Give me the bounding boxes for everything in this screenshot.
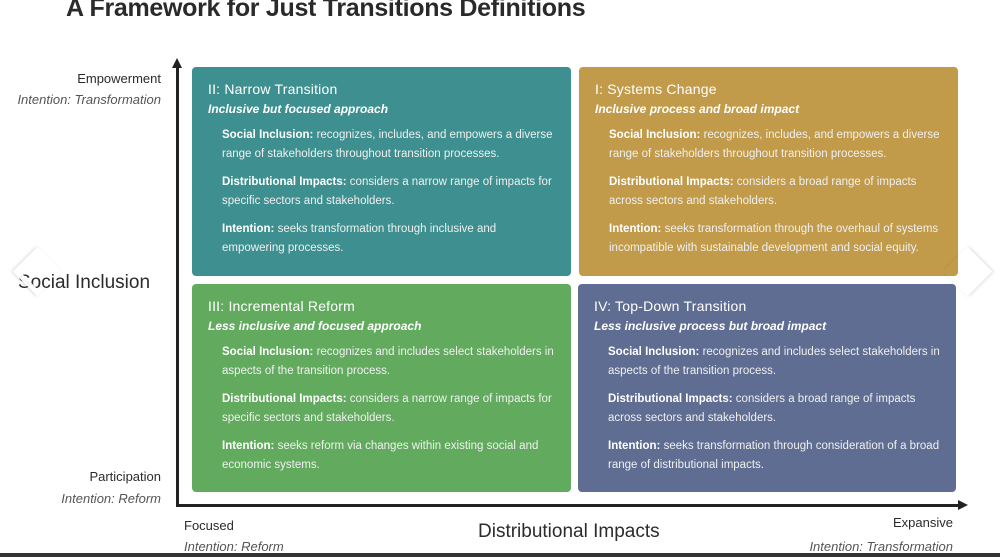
item-text: recognizes, includes, and empowers a div…	[609, 129, 940, 160]
item-text: seeks transformation through considerati…	[608, 440, 940, 471]
y-axis-top-label: Empowerment	[77, 71, 161, 86]
bottom-border	[0, 553, 1000, 557]
quadrant-subtitle: Inclusive process and broad impact	[595, 102, 800, 116]
item-text: considers a narrow range of impacts for …	[222, 393, 552, 424]
quadrant-systems-change: I: Systems Change Inclusive process and …	[579, 67, 958, 276]
page-title: A Framework for Just Transitions Definit…	[66, 0, 586, 22]
quadrant-subtitle: Less inclusive process but broad impact	[594, 319, 827, 333]
quadrant-subtitle: Less inclusive and focused approach	[208, 319, 422, 333]
item-text: recognizes and includes select stakehold…	[222, 346, 554, 377]
item-label: Social Inclusion:	[608, 346, 700, 358]
item-label: Distributional Impacts:	[222, 393, 347, 405]
item-text: seeks reform via changes within existing…	[222, 440, 539, 471]
x-axis-line	[176, 504, 960, 507]
quadrant-item: Social Inclusion: recognizes and include…	[222, 343, 555, 380]
item-text: considers a narrow range of impacts for …	[222, 176, 552, 207]
y-axis-line	[176, 66, 179, 507]
x-axis-right-intention: Intention: Transformation	[809, 539, 953, 554]
quadrant-item: Social Inclusion: recognizes, includes, …	[222, 126, 555, 163]
y-axis-arrow	[172, 58, 182, 68]
item-text: recognizes and includes select stakehold…	[608, 346, 940, 377]
x-axis-left-label: Focused	[184, 518, 234, 533]
quadrant-item: Distributional Impacts: considers a broa…	[609, 173, 942, 210]
item-label: Intention:	[608, 440, 661, 452]
quadrant-title: IV: Top-Down Transition	[594, 298, 747, 314]
quadrant-title: II: Narrow Transition	[208, 81, 338, 97]
item-label: Intention:	[222, 223, 275, 235]
quadrant-subtitle: Inclusive but focused approach	[208, 102, 389, 116]
quadrant-narrow-transition: II: Narrow Transition Inclusive but focu…	[192, 67, 571, 276]
quadrant-item: Distributional Impacts: considers a narr…	[222, 390, 555, 427]
x-axis-title: Distributional Impacts	[478, 521, 660, 542]
quadrant-title: III: Incremental Reform	[208, 298, 355, 314]
item-text: considers a broad range of impacts acros…	[608, 393, 916, 424]
quadrant-item: Intention: seeks reform via changes with…	[222, 437, 555, 474]
quadrant-title: I: Systems Change	[595, 81, 717, 97]
item-label: Social Inclusion:	[222, 129, 314, 141]
quadrant-item: Intention: seeks transformation through …	[608, 437, 940, 474]
item-text: seeks transformation through the overhau…	[609, 223, 939, 254]
quadrant-item: Social Inclusion: recognizes, includes, …	[609, 126, 942, 163]
quadrant-item: Intention: seeks transformation through …	[222, 220, 555, 257]
quadrant-item: Social Inclusion: recognizes and include…	[608, 343, 940, 380]
x-axis-right-label: Expansive	[893, 515, 953, 530]
item-text: considers a broad range of impacts acros…	[609, 176, 917, 207]
item-label: Distributional Impacts:	[609, 176, 734, 188]
quadrant-incremental-reform: III: Incremental Reform Less inclusive a…	[192, 284, 571, 492]
x-axis-left-intention: Intention: Reform	[184, 539, 284, 554]
quadrant-item: Intention: seeks transformation through …	[609, 220, 942, 257]
item-label: Intention:	[222, 440, 275, 452]
y-axis-top-intention: Intention: Transformation	[17, 92, 161, 107]
x-axis-arrow	[958, 500, 968, 510]
y-axis-title: Social Inclusion	[18, 272, 151, 293]
item-text: recognizes, includes, and empowers a div…	[222, 129, 553, 160]
item-label: Intention:	[609, 223, 662, 235]
quadrant-item: Distributional Impacts: considers a narr…	[222, 173, 555, 210]
item-label: Social Inclusion:	[609, 129, 701, 141]
item-label: Distributional Impacts:	[222, 176, 347, 188]
item-label: Social Inclusion:	[222, 346, 314, 358]
quadrant-top-down-transition: IV: Top-Down Transition Less inclusive p…	[578, 284, 956, 492]
item-text: seeks transformation through inclusive a…	[222, 223, 497, 254]
quadrant-item: Distributional Impacts: considers a broa…	[608, 390, 940, 427]
y-axis-bottom-intention: Intention: Reform	[61, 491, 161, 506]
item-label: Distributional Impacts:	[608, 393, 733, 405]
y-axis-bottom-label: Participation	[89, 469, 161, 484]
